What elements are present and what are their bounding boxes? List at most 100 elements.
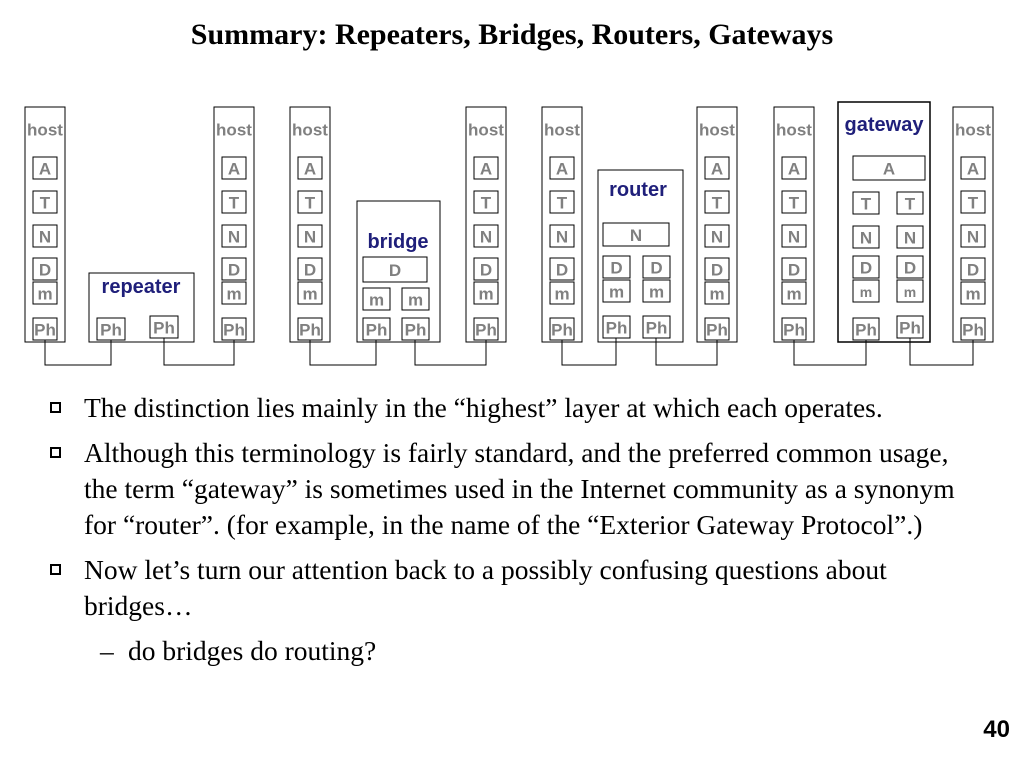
layer-cell [852,255,880,279]
layer-label: Ph [551,321,573,340]
layer-label: m [609,283,624,302]
checkbox-bullet-icon [50,402,61,413]
layer-label: N [39,228,51,247]
layer-label: m [709,285,724,304]
layer-cell [960,281,986,305]
layer-label: m [37,285,52,304]
link-wire [414,340,487,366]
layer-label: m [860,284,872,300]
sub-bullet-dash: – [100,635,114,666]
layer-cell [896,191,924,215]
checkbox-bullet-icon [50,564,61,575]
layer-cell [960,224,986,248]
layer-label: T [789,194,800,213]
layer-label: m [904,284,916,300]
layer-cell [32,257,58,281]
gateway-label: gateway [845,114,925,136]
layer-cell [781,190,807,214]
layer-cell [549,281,575,305]
layer-label: A [228,160,240,179]
checkbox-bullet-icon [50,447,61,458]
layer-cell [221,156,247,180]
bullet-item: Although this terminology is fairly stan… [44,435,984,543]
layer-cell [852,279,880,303]
layer-label: N [967,228,979,247]
layer-cell [960,190,986,214]
bullet-list: The distinction lies mainly in the “high… [44,390,984,669]
layer-label: Ph [899,319,921,338]
host-label: host [955,121,991,140]
layer-label: Ph [223,321,245,340]
layer-label: m [369,291,384,310]
layer-cell [549,190,575,214]
layer-cell [896,255,924,279]
layer-label: T [968,194,979,213]
link-wire [561,338,617,366]
layer-label: D [788,261,800,280]
layer-label: A [883,160,895,179]
layer-cell [32,190,58,214]
layer-label: N [228,228,240,247]
layer-label: Ph [783,321,805,340]
layer-label: D [904,259,916,278]
layer-cell [473,281,499,305]
layer-cell [852,225,880,249]
layer-label: D [860,259,872,278]
bullet-text: Although this terminology is fairly stan… [84,437,955,540]
host-label: host [27,121,63,140]
sub-bullet-text: do bridges do routing? [128,635,377,666]
layer-label: T [557,194,568,213]
layer-label: T [712,194,723,213]
layer-cell [362,256,428,283]
layer-label: T [861,195,872,214]
layer-label: N [860,229,872,248]
layer-cell [221,224,247,248]
layer-cell [549,224,575,248]
layer-label: D [228,261,240,280]
layer-cell [602,255,631,279]
layer-label: D [480,261,492,280]
layer-cell [401,287,430,311]
layer-cell [32,281,58,305]
host-label: host [699,121,735,140]
layer-label: m [965,285,980,304]
layer-label: N [711,228,723,247]
layer-cell [221,281,247,305]
layer-label: Ph [962,321,984,340]
layer-cell [473,156,499,180]
layer-label: A [556,160,568,179]
host-label: host [292,121,328,140]
host-label: host [776,121,812,140]
layer-cell [221,257,247,281]
layer-label: m [649,283,664,302]
link-wire [909,338,974,366]
layer-cell [704,257,730,281]
layer-label: Ph [606,319,628,338]
link-wire [655,338,718,366]
layer-label: m [226,285,241,304]
layer-label: m [408,291,423,310]
slide-title: Summary: Repeaters, Bridges, Routers, Ga… [190,18,834,51]
layer-label: Ph [100,321,122,340]
layer-label: A [788,160,800,179]
layer-cell [549,257,575,281]
layer-cell [781,257,807,281]
bullet-item: The distinction lies mainly in the “high… [44,390,984,426]
layer-label: Ph [299,321,321,340]
layer-label: Ph [646,319,668,338]
layer-cell [704,224,730,248]
layer-label: N [556,228,568,247]
layer-cell [297,257,323,281]
bullet-text: Now let’s turn our attention back to a p… [84,554,887,621]
bridge-label: bridge [367,231,428,253]
layer-label: m [554,285,569,304]
layer-cell [473,257,499,281]
layer-label: D [967,261,979,280]
layer-label: Ph [706,321,728,340]
link-wire [793,340,867,366]
layer-cell [642,279,671,303]
layer-label: Ph [366,321,388,340]
layer-label: T [905,195,916,214]
layer-label: Ph [855,321,877,340]
layer-label: T [481,194,492,213]
